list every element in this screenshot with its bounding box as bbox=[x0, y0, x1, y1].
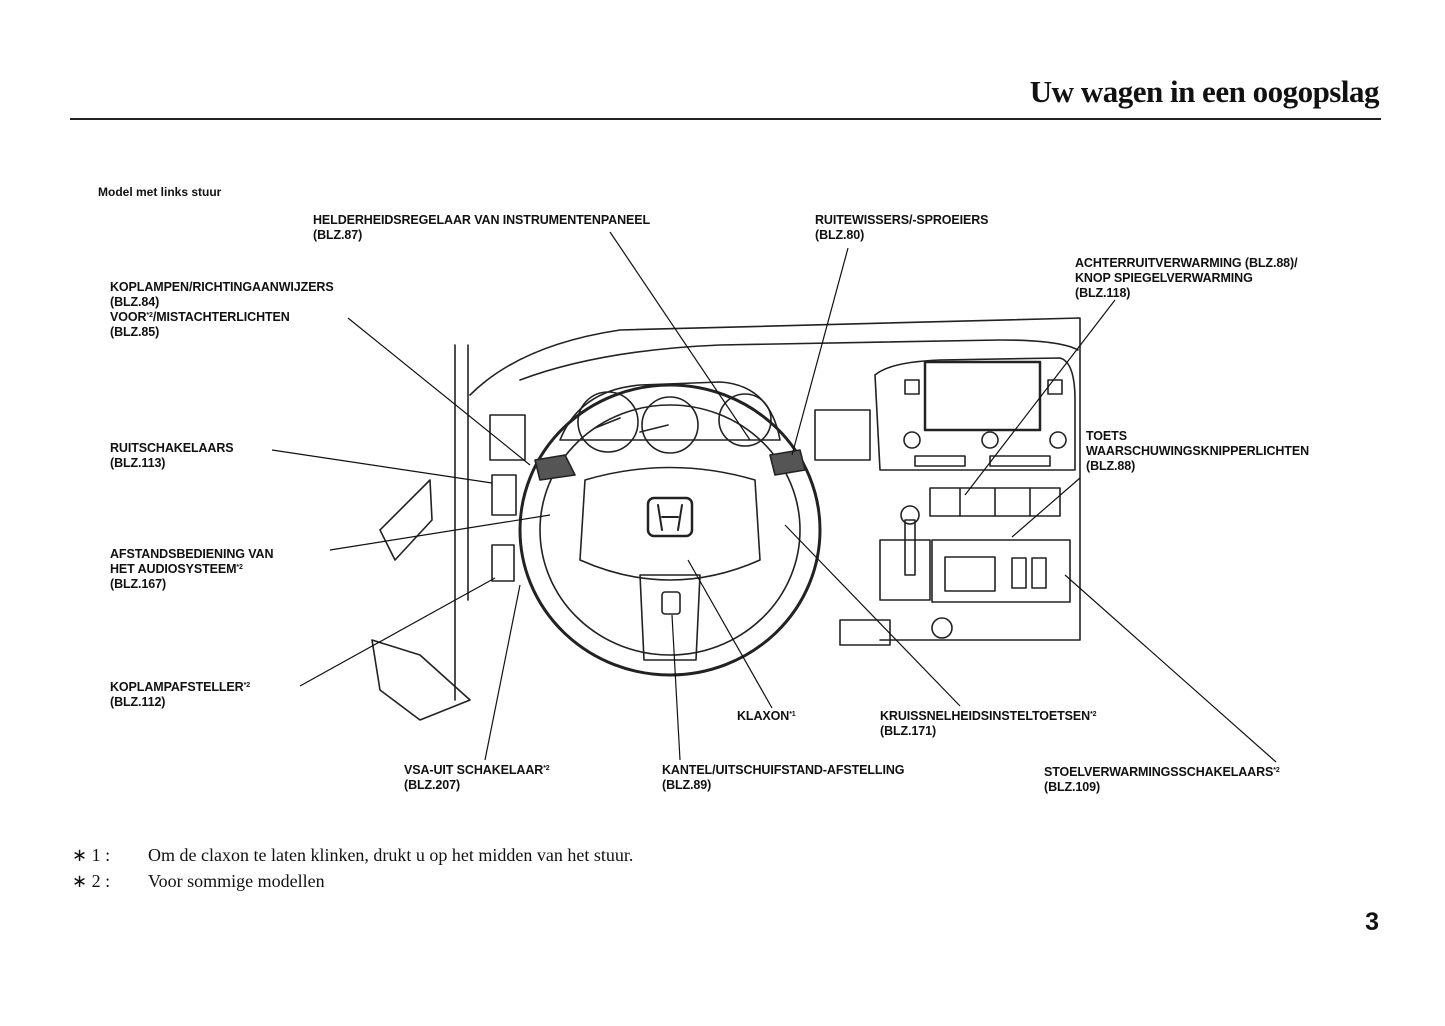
callout-brightness-control: HELDERHEIDSREGELAAR VAN INSTRUMENTENPANE… bbox=[313, 213, 651, 242]
steering-wheel bbox=[518, 383, 822, 677]
model-label: Model met links stuur bbox=[98, 185, 222, 199]
instrument-cluster bbox=[559, 381, 781, 441]
callout-horn: KLAXON*1 bbox=[737, 709, 796, 723]
footnote-1: ∗ 1 : Om de claxon te laten klinken, dru… bbox=[72, 845, 634, 865]
dashboard-outline bbox=[469, 317, 1081, 641]
door-handle bbox=[379, 479, 433, 561]
footnotes: ∗ 1 : Om de claxon te laten klinken, dru… bbox=[72, 845, 633, 897]
navigation-screen bbox=[923, 360, 1042, 432]
callout-seat-heater: STOELVERWARMINGSSCHAKELAARS*2 (BLZ.109) bbox=[1044, 765, 1280, 794]
callout-window-switches: RUITSCHAKELAARS (BLZ.113) bbox=[110, 441, 234, 470]
callout-wipers: RUITEWISSERS/-SPROEIERS (BLZ.80) bbox=[815, 213, 989, 242]
window-switch-panel bbox=[491, 474, 517, 516]
page-number: 3 bbox=[1365, 908, 1379, 936]
callout-vsa-switch: VSA-UIT SCHAKELAAR*2 (BLZ.207) bbox=[404, 763, 550, 792]
callout-hazard-button: TOETS WAARSCHUWINGSKNIPPERLICHTEN (BLZ.8… bbox=[1086, 429, 1309, 473]
title-divider bbox=[70, 118, 1381, 120]
callout-audio-remote: AFSTANDSBEDIENING VAN HET AUDIOSYSTEEM*2… bbox=[110, 547, 274, 591]
centre-console bbox=[874, 357, 1076, 471]
footnote-2: ∗ 2 : Voor sommige modellen bbox=[72, 871, 325, 891]
callout-headlight-adjuster: KOPLAMPAFSTELLER*2 (BLZ.112) bbox=[110, 680, 251, 709]
page-title: Uw wagen in een oogopslag bbox=[1029, 74, 1380, 109]
gear-lever bbox=[904, 519, 916, 576]
callout-cruise-control: KRUISSNELHEIDSINSTELTOETSEN*2 (BLZ.171) bbox=[880, 709, 1097, 738]
callout-tilt-telescope: KANTEL/UITSCHUIFSTAND-AFSTELLING (BLZ.89… bbox=[662, 763, 905, 792]
callout-headlights: KOPLAMPEN/RICHTINGAANWIJZERS (BLZ.84) VO… bbox=[110, 280, 334, 339]
callout-rear-defroster: ACHTERRUITVERWARMING (BLZ.88)/ KNOP SPIE… bbox=[1075, 256, 1298, 300]
honda-logo bbox=[646, 496, 694, 538]
